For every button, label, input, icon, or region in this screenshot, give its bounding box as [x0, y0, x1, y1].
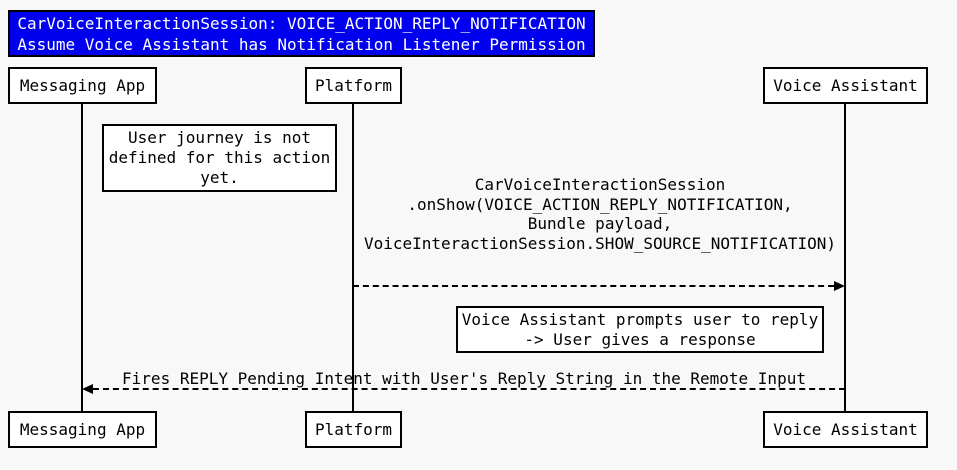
message-line: Fires REPLY Pending Intent with User's R… [122, 369, 806, 388]
actor-top-voice-assistant: Voice Assistant [763, 67, 928, 104]
diagram-title-line-2: Assume Voice Assistant has Notification … [17, 34, 586, 54]
message-line: .onShow(VOICE_ACTION_REPLY_NOTIFICATION, [407, 194, 793, 214]
actor-label: Voice Assistant [773, 420, 918, 439]
lifeline-messaging-app [81, 103, 83, 412]
note-line: Voice Assistant prompts user to reply [461, 309, 819, 329]
note-line: defined for this action [108, 148, 331, 167]
message-line: CarVoiceInteractionSession [474, 175, 726, 194]
message-arrow-voice-assistant-to-messaging-app [93, 388, 845, 390]
message-arrow-platform-to-voice-assistant [353, 285, 834, 287]
actor-label: Messaging App [19, 76, 146, 95]
actor-top-messaging-app: Messaging App [8, 67, 157, 104]
actor-label: Messaging App [19, 420, 146, 439]
note-voice-assistant-prompts: Voice Assistant prompts user to reply ->… [456, 306, 824, 353]
message-line: VoiceInteractionSession.SHOW_SOURCE_NOTI… [363, 233, 836, 253]
note-line: -> User gives a response [524, 329, 756, 349]
arrowhead-left-icon [82, 384, 93, 394]
actor-label: Platform [314, 420, 393, 439]
arrowhead-right-icon [834, 281, 845, 291]
lifeline-platform [352, 103, 354, 412]
note-user-journey: User journey is not defined for this act… [102, 124, 337, 192]
actor-label: Platform [314, 76, 393, 95]
note-line: yet. [200, 168, 239, 187]
diagram-title-line-1: CarVoiceInteractionSession: VOICE_ACTION… [17, 13, 586, 33]
actor-bottom-platform: Platform [305, 411, 402, 448]
message-label-onshow: CarVoiceInteractionSession .onShow(VOICE… [358, 175, 842, 253]
lifeline-voice-assistant [844, 103, 846, 412]
actor-top-platform: Platform [305, 67, 402, 104]
message-label-fires-reply: Fires REPLY Pending Intent with User's R… [114, 369, 814, 389]
message-line: Bundle payload, [527, 214, 673, 233]
actor-label: Voice Assistant [773, 76, 918, 95]
diagram-title: CarVoiceInteractionSession: VOICE_ACTION… [8, 10, 595, 57]
actor-bottom-voice-assistant: Voice Assistant [763, 411, 928, 448]
note-line: User journey is not [127, 128, 312, 147]
actor-bottom-messaging-app: Messaging App [8, 411, 157, 448]
